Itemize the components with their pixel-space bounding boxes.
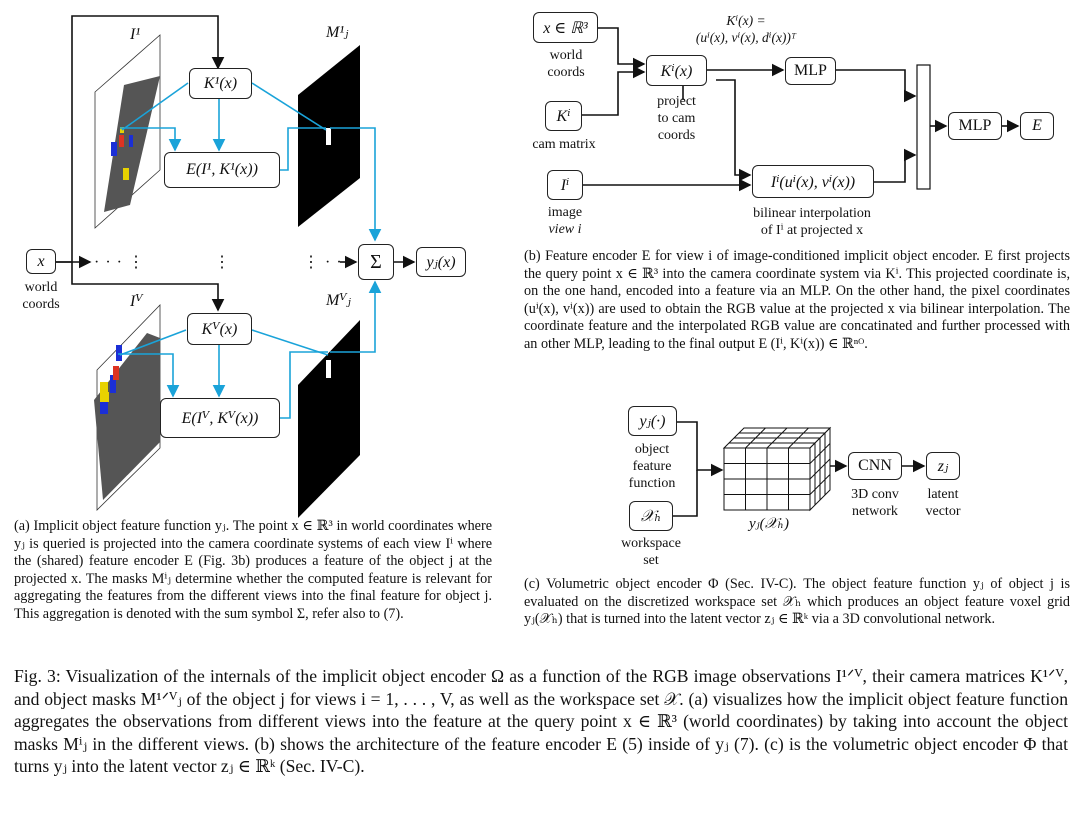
figure-caption: Fig. 3: Visualization of the internals o… — [14, 666, 1068, 776]
object-function-box: yⱼ(·) — [628, 406, 677, 436]
view-plane-V — [94, 304, 161, 511]
maskV-label: Mⱽⱼ — [326, 292, 351, 309]
k1-box: K¹(x) — [189, 68, 252, 99]
query-point-box: x — [26, 249, 56, 274]
latent-box: zⱼ — [926, 452, 960, 480]
output-box-a: yⱼ(x) — [416, 247, 466, 277]
mlp2-box: MLP — [948, 112, 1002, 140]
cam-matrix-caption: cam matrix — [532, 137, 596, 152]
workspace-set-box: 𝒳ₕ — [629, 501, 673, 531]
mask-plane-V — [298, 320, 360, 518]
caption-a: (a) Implicit object feature function yⱼ.… — [14, 518, 492, 622]
interp-box: Iⁱ(uⁱ(x), vⁱ(x)) — [752, 165, 874, 198]
view1-label: I¹ — [130, 26, 141, 43]
voxel-grid — [722, 426, 832, 512]
sum-box: Σ — [358, 244, 394, 280]
concat-bar — [916, 64, 931, 190]
e1-box: E(I¹, K¹(x)) — [164, 152, 280, 188]
cnn-box: CNN — [848, 452, 902, 480]
voxel-grid-label: yⱼ(𝒳ₕ) — [749, 516, 789, 532]
caption-c: (c) Volumetric object encoder Φ (Sec. IV… — [524, 576, 1070, 627]
dots-mid: ⋮ — [214, 254, 231, 271]
kx-formula: Kⁱ(x) =(uⁱ(x), vⁱ(x), dⁱ(x))ᵀ — [695, 13, 797, 45]
dots-left: · · · ⋮ — [94, 254, 145, 271]
dots-right: ⋮ · · · — [303, 254, 354, 271]
mask1-label: M¹ⱼ — [326, 24, 349, 41]
mlp1-box: MLP — [785, 57, 836, 85]
encoder-output-box: E — [1020, 112, 1054, 140]
kV-box: Kⱽ(x) — [187, 313, 252, 345]
cam-matrix-box: Kⁱ — [545, 101, 582, 131]
view-plane-1 — [94, 34, 161, 229]
image-view-box: Iⁱ — [547, 170, 583, 200]
world-point-box: x ∈ ℝ³ — [533, 12, 598, 43]
eV-box: E(Iⱽ, Kⱽ(x)) — [160, 398, 280, 438]
caption-b: (b) Feature encoder E for view i of imag… — [524, 248, 1070, 352]
project-box: Kⁱ(x) — [646, 55, 707, 86]
viewV-label: Iⱽ — [130, 293, 143, 310]
